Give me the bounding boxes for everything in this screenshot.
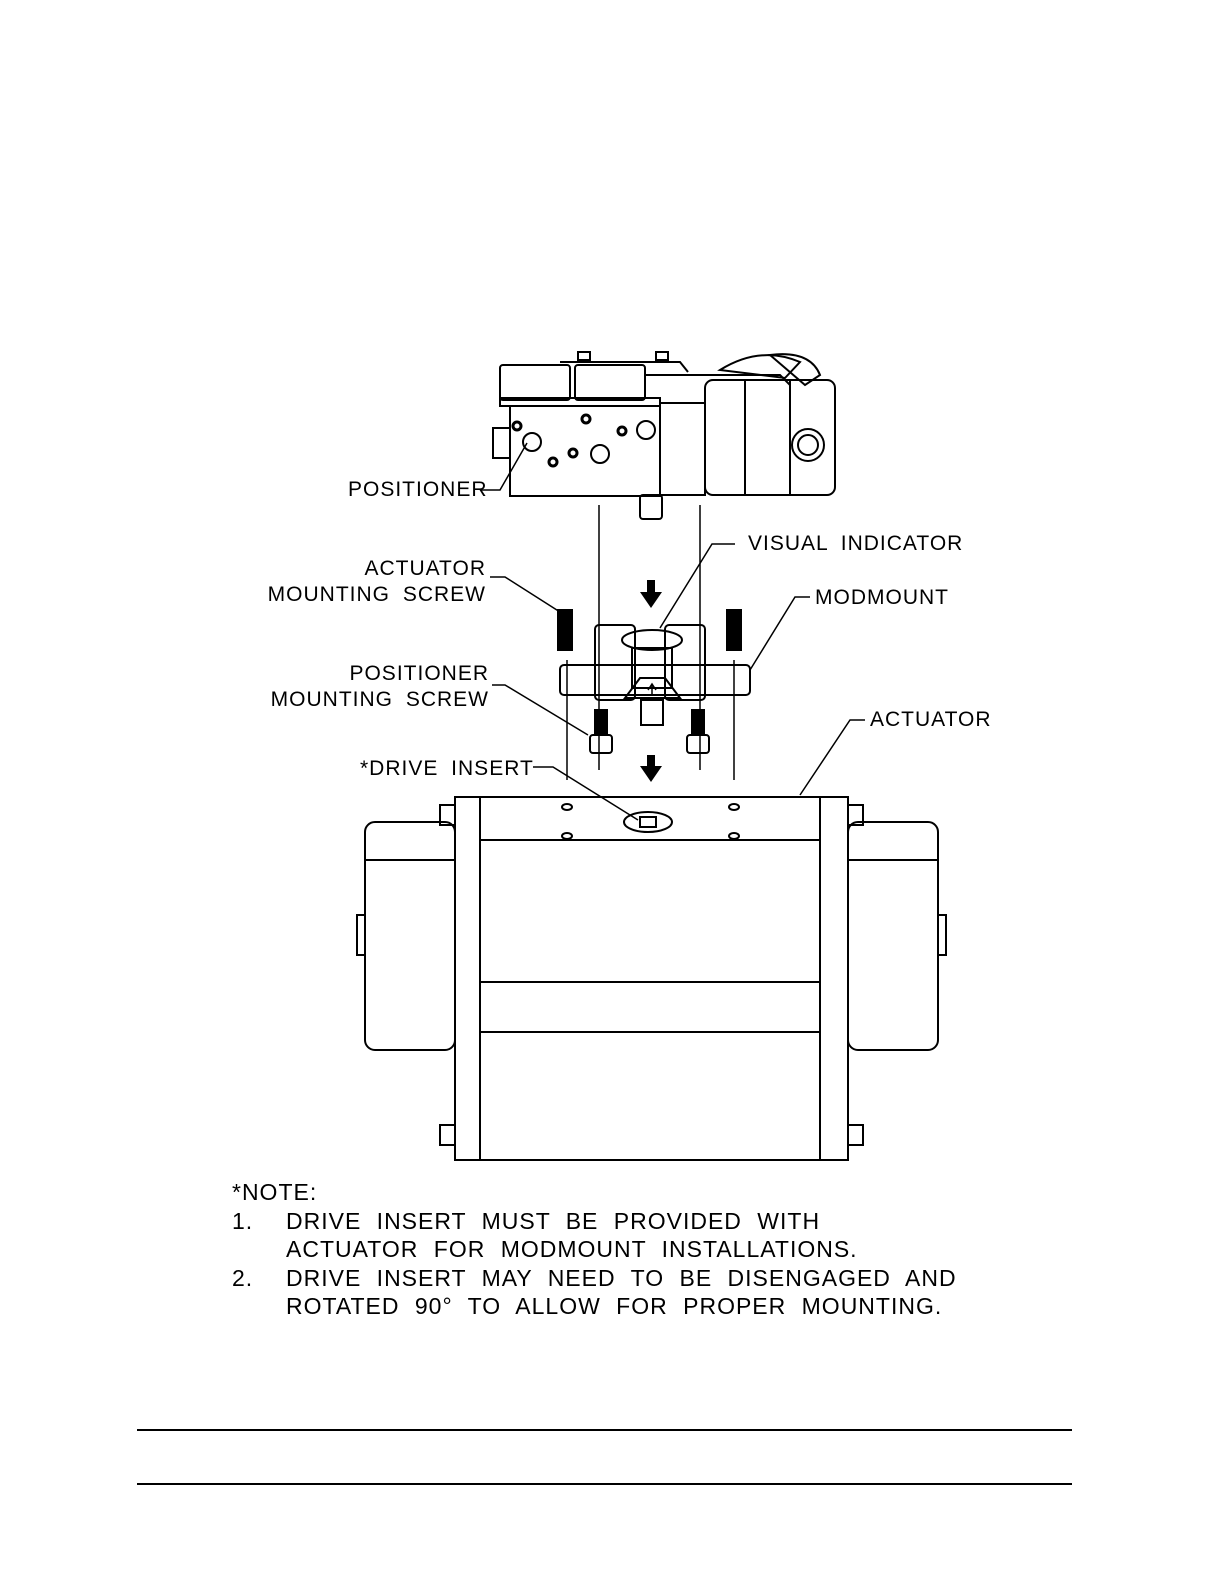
label-visual-indicator: VISUAL INDICATOR — [748, 532, 964, 555]
installation-note: *NOTE: 1. DRIVE INSERT MUST BE PROVIDED W… — [232, 1178, 957, 1321]
label-modmount: MODMOUNT — [815, 586, 949, 609]
footer-rule-bottom — [137, 1483, 1072, 1485]
note-number: 2. — [232, 1264, 254, 1291]
label-drive-insert: *DRIVE INSERT — [360, 757, 534, 780]
note-text: DRIVE INSERT MAY NEED TO BE DISENGAGED A… — [286, 1264, 957, 1291]
note-number: 1. — [232, 1207, 254, 1234]
note-text: DRIVE INSERT MUST BE PROVIDED WITH — [286, 1207, 821, 1234]
down-arrow-icon — [640, 580, 662, 782]
leader-lines — [480, 442, 865, 821]
note-text: ROTATED 90° TO ALLOW FOR PROPER MOUNTING… — [286, 1293, 943, 1319]
note-item: 1. DRIVE INSERT MUST BE PROVIDED WITH — [232, 1207, 957, 1236]
positioner-drawing — [492, 351, 836, 520]
label-actuator-mounting-screw: ACTUATOR MOUNTING SCREW — [268, 556, 486, 608]
footer-rule-top — [137, 1429, 1072, 1431]
label-positioner-mounting-screw: POSITIONER MOUNTING SCREW — [271, 661, 489, 713]
note-text: ACTUATOR FOR MODMOUNT INSTALLATIONS. — [286, 1236, 858, 1262]
label-line: ACTUATOR — [364, 557, 486, 580]
label-line: MOUNTING SCREW — [267, 583, 486, 606]
label-positioner: POSITIONER — [348, 478, 488, 501]
note-item: 2. DRIVE INSERT MAY NEED TO BE DISENGAGED… — [232, 1264, 957, 1293]
label-actuator: ACTUATOR — [870, 708, 992, 731]
label-line: MOUNTING SCREW — [270, 688, 489, 711]
label-line: POSITIONER — [349, 662, 489, 685]
actuator-drawing — [356, 796, 947, 1161]
note-heading: *NOTE: — [232, 1179, 318, 1205]
modmount-drawing — [557, 609, 751, 754]
